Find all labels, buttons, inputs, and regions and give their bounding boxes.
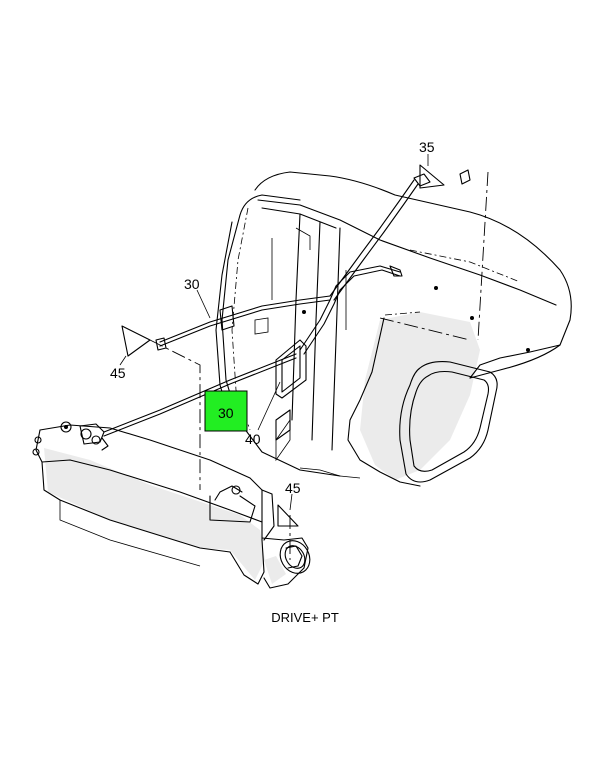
frame-rail [32,421,311,589]
diagram-caption: DRIVE+ PT [271,610,339,625]
cab-body [215,171,572,487]
callout-35[interactable]: 35 [419,139,435,155]
callout-triangles [121,164,445,527]
callout-45-left[interactable]: 45 [110,365,126,381]
cable-harness [103,169,471,441]
phantom-lines [149,171,489,560]
highlight-box[interactable] [204,390,248,432]
callout-30-upper[interactable]: 30 [184,276,200,292]
callout-30-highlighted[interactable]: 30 [218,405,234,421]
callout-45-right[interactable]: 45 [285,480,301,496]
callout-40[interactable]: 40 [245,431,261,447]
